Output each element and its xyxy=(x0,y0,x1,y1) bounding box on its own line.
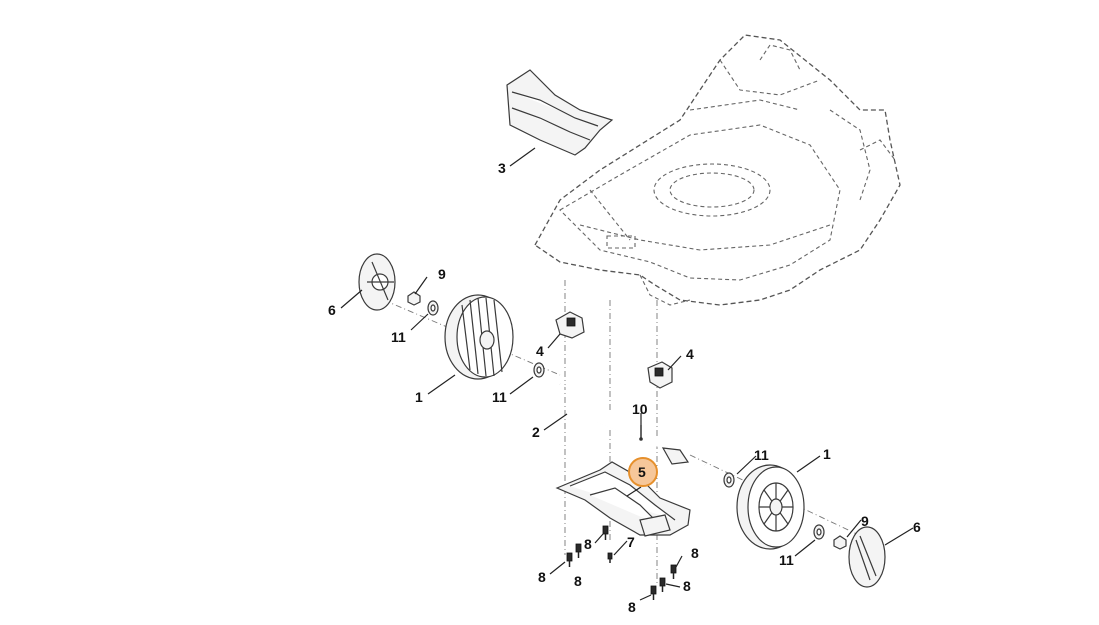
screw-part xyxy=(602,525,609,540)
callout-7[interactable]: 7 xyxy=(627,534,635,550)
wheel-left-part xyxy=(444,294,514,380)
callout-5[interactable]: 5 xyxy=(638,464,646,480)
screw-part xyxy=(575,543,582,558)
callout-11-right-bottom[interactable]: 11 xyxy=(779,552,794,568)
callout-1-left[interactable]: 1 xyxy=(415,389,423,405)
callout-6-right[interactable]: 6 xyxy=(913,519,921,535)
callout-4-left[interactable]: 4 xyxy=(536,343,544,359)
mower-deck-housing xyxy=(534,34,901,306)
nut-right-part xyxy=(833,535,847,550)
callout-11-right-top[interactable]: 11 xyxy=(754,447,769,463)
axle-part xyxy=(559,383,706,466)
callout-labels: 3 9 6 11 4 4 1 11 10 2 5 11 1 9 6 11 8 7… xyxy=(328,160,921,615)
bracket-right-part xyxy=(647,361,673,389)
callout-1-right[interactable]: 1 xyxy=(823,446,831,462)
leader-lines xyxy=(340,147,914,601)
callout-11-left-top[interactable]: 11 xyxy=(391,329,406,345)
callout-6-left[interactable]: 6 xyxy=(328,302,336,318)
callout-8-e[interactable]: 8 xyxy=(683,578,691,594)
bearing-right-top-part xyxy=(723,472,735,488)
callout-8-f[interactable]: 8 xyxy=(628,599,636,615)
callout-8-d[interactable]: 8 xyxy=(691,545,699,561)
callout-2[interactable]: 2 xyxy=(532,424,540,440)
callout-9-right[interactable]: 9 xyxy=(861,513,869,529)
screw-part xyxy=(650,585,657,600)
bracket-left-part xyxy=(555,311,585,339)
highlight-marker xyxy=(628,457,658,487)
callout-10[interactable]: 10 xyxy=(632,401,648,417)
callout-8-c[interactable]: 8 xyxy=(574,573,582,589)
screw-part xyxy=(607,552,613,563)
callout-8-b[interactable]: 8 xyxy=(538,569,546,585)
callout-4-right[interactable]: 4 xyxy=(686,346,694,362)
screw-part xyxy=(670,564,677,579)
hubcap-left-part xyxy=(358,253,396,311)
screw-part xyxy=(566,552,573,567)
bearing-left-top-part xyxy=(427,300,439,316)
front-cover-part xyxy=(506,69,614,156)
hubcap-right-part xyxy=(848,526,886,588)
nut-left-part xyxy=(407,291,421,306)
wheel-right-part xyxy=(736,464,805,550)
height-adjust-plate-part xyxy=(555,461,691,537)
callout-11-left-bottom[interactable]: 11 xyxy=(492,389,507,405)
callout-8-a[interactable]: 8 xyxy=(584,536,592,552)
screw-part xyxy=(659,577,666,592)
pin-part xyxy=(639,425,643,441)
bearing-right-bottom-part xyxy=(813,524,825,540)
callout-9-left[interactable]: 9 xyxy=(438,266,446,282)
bearing-left-bottom-part xyxy=(533,362,545,378)
callout-3[interactable]: 3 xyxy=(498,160,506,176)
